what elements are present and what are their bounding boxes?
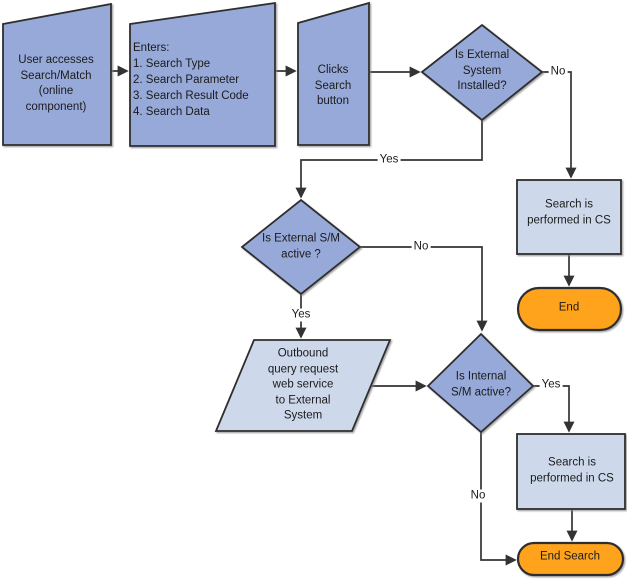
node-search-cs-bottom-shape: [516, 433, 626, 510]
node-user-access-shape: [2, 2, 112, 146]
node-enters-shape: [129, 1, 276, 147]
edge-yes-to-search-cs-bottom: [533, 385, 575, 433]
edge-no-to-internal-active: [360, 246, 488, 332]
decision-external-active-shape: [240, 198, 362, 296]
terminator-end-shape: [516, 286, 623, 332]
node-clicks-search-shape: [297, 1, 370, 146]
terminator-end-search-shape: [516, 541, 625, 577]
decision-internal-active-shape: [426, 332, 535, 434]
edge-no-to-end-search: [480, 432, 517, 566]
edge-no-to-search-cs-top: [542, 71, 577, 179]
node-search-cs-top-shape: [516, 179, 622, 255]
node-outbound-query-shape: [214, 339, 392, 432]
decision-external-installed-shape: [420, 23, 544, 122]
